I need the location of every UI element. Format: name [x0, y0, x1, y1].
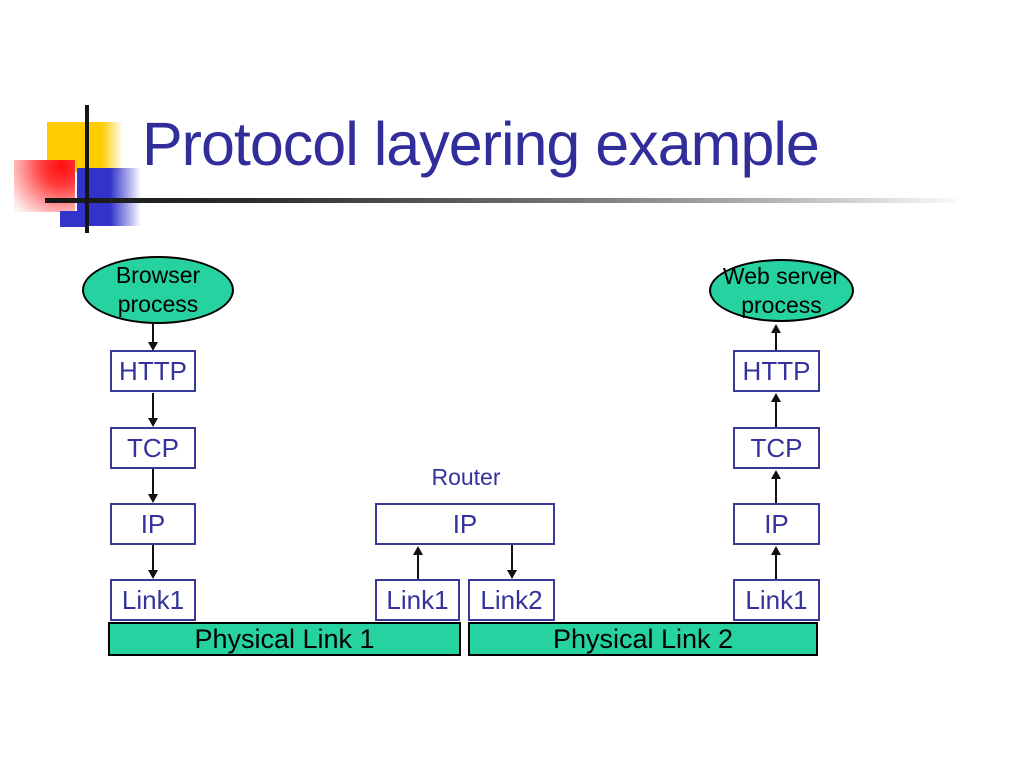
- arrow-browser-to-http-line: [152, 324, 154, 343]
- arrow-routerip-to-link2-line: [511, 545, 513, 571]
- web-server-process-line1: Web server: [722, 262, 841, 289]
- arrow-ip-to-tcp-line: [775, 478, 777, 503]
- arrow-tcp-to-ip-head: [148, 494, 158, 503]
- left-box-ip: IP: [110, 503, 196, 545]
- arrow-link1-to-routerip-line: [417, 554, 419, 579]
- arrow-http-to-tcp-head: [148, 418, 158, 427]
- browser-process-line1: Browser: [115, 262, 201, 288]
- arrow-tcp-to-http-head: [771, 393, 781, 402]
- arrow-link1-to-ip-head: [771, 546, 781, 555]
- router-label: Router: [431, 464, 501, 490]
- title-underline: [45, 198, 958, 203]
- browser-process-ellipse: Browser process: [82, 256, 234, 324]
- decor-red-square: [14, 160, 75, 212]
- arrow-http-to-tcp-line: [152, 393, 154, 419]
- arrow-tcp-to-http-line: [775, 401, 777, 427]
- arrow-ip-to-link1-head: [148, 570, 158, 579]
- right-box-http: HTTP: [733, 350, 820, 392]
- router-ip-box: IP: [375, 503, 555, 545]
- decor-vertical-line: [85, 105, 89, 233]
- arrow-ip-to-tcp-head: [771, 470, 781, 479]
- arrow-http-to-webserver-head: [771, 324, 781, 333]
- router-link1-box: Link1: [375, 579, 460, 621]
- left-box-http: HTTP: [110, 350, 196, 392]
- arrow-routerip-to-link2-head: [507, 570, 517, 579]
- arrow-http-to-webserver-line: [775, 332, 777, 350]
- web-server-process-ellipse: Web server process: [709, 259, 854, 322]
- arrow-link1-to-ip-line: [775, 554, 777, 579]
- arrow-ip-to-link1-line: [152, 545, 154, 571]
- physical-link-2-bar: Physical Link 2: [468, 622, 818, 656]
- router-link2-box: Link2: [468, 579, 555, 621]
- browser-process-line2: process: [117, 291, 199, 317]
- web-server-process-line2: process: [741, 291, 822, 318]
- right-box-tcp: TCP: [733, 427, 820, 469]
- page-title: Protocol layering example: [142, 110, 820, 178]
- left-box-link1: Link1: [110, 579, 196, 621]
- arrow-tcp-to-ip-line: [152, 469, 154, 495]
- arrow-browser-to-http-head: [148, 342, 158, 351]
- right-box-link1: Link1: [733, 579, 820, 621]
- physical-link-1-bar: Physical Link 1: [108, 622, 461, 656]
- left-box-tcp: TCP: [110, 427, 196, 469]
- right-box-ip: IP: [733, 503, 820, 545]
- arrow-link1-to-routerip-head: [413, 546, 423, 555]
